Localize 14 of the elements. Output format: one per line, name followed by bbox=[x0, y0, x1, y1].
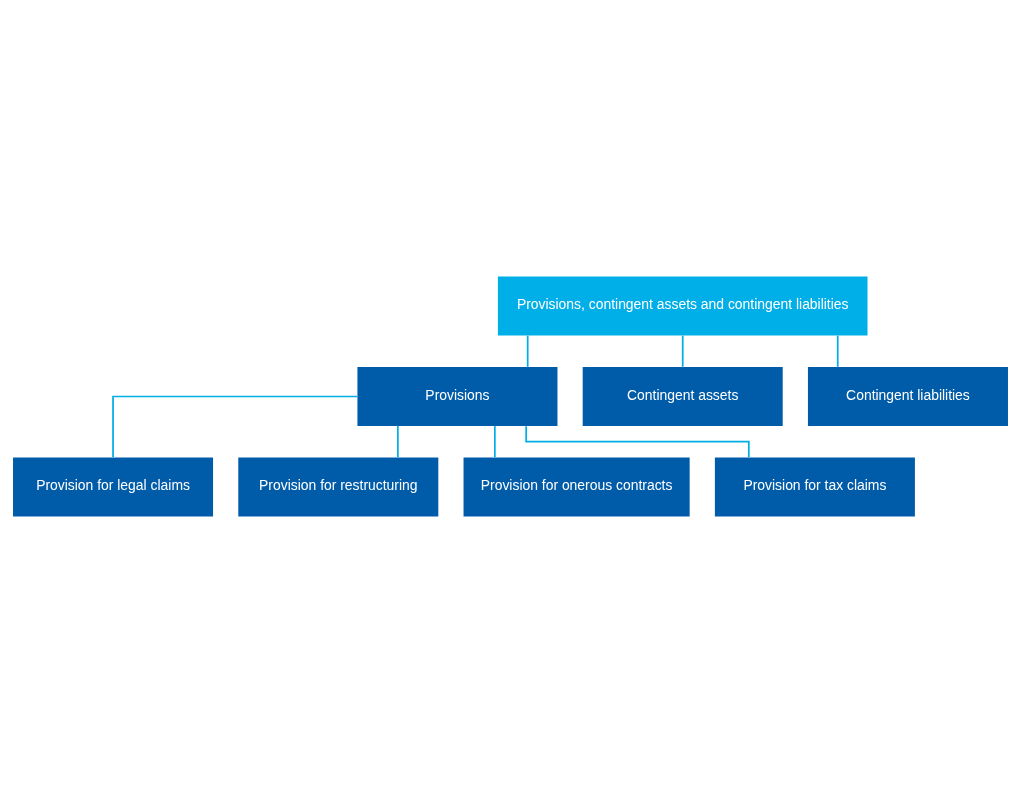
connector bbox=[397, 425, 399, 459]
node-box: Provisions, contingent assets and contingent liabilities bbox=[497, 276, 868, 336]
connector bbox=[681, 334, 684, 368]
connector bbox=[836, 334, 839, 368]
node-box: Provision for restructuring bbox=[238, 457, 439, 517]
node-box: Provision for legal claims bbox=[13, 457, 214, 517]
connector bbox=[526, 334, 529, 368]
node-box: Provision for onerous contracts bbox=[463, 457, 690, 517]
connector bbox=[494, 425, 496, 459]
node-box: Contingent assets bbox=[582, 366, 783, 427]
node-box: Provision for tax claims bbox=[714, 457, 915, 517]
connector bbox=[112, 395, 359, 459]
node-box: Contingent liabilities bbox=[807, 366, 1008, 427]
node-box: Provisions bbox=[357, 366, 558, 427]
